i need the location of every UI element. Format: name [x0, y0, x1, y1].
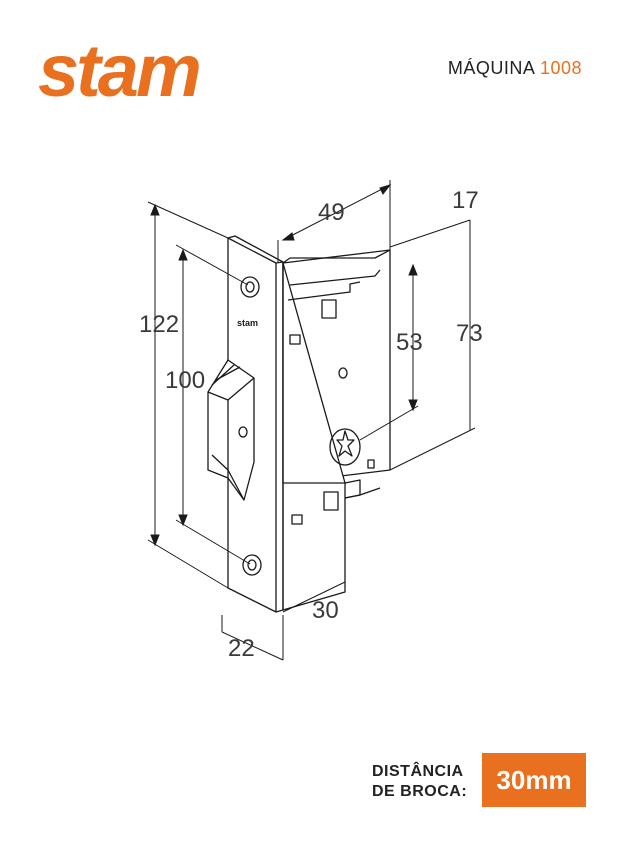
- drill-distance-badge: 30mm: [482, 753, 586, 807]
- product-model: 1008: [539, 58, 582, 78]
- drill-distance-label-line1: DISTÂNCIA: [372, 763, 464, 780]
- dimension-30: 30: [312, 597, 339, 624]
- dimension-100: 100: [165, 367, 205, 394]
- drill-distance-label: DISTÂNCIA DE BROCA:: [372, 762, 467, 802]
- lock-technical-drawing: stam: [0, 150, 618, 710]
- stam-logo-graphic: stam: [38, 38, 202, 104]
- dimension-49: 49: [318, 199, 345, 226]
- faceplate-brand-mark: stam: [237, 318, 258, 328]
- follower-hub: [329, 428, 361, 466]
- dimension-17: 17: [452, 187, 479, 214]
- lock-drawing-svg: stam: [139, 180, 483, 662]
- product-title: MÁQUINA 1008: [448, 58, 582, 79]
- stam-logo: stam: [38, 38, 244, 104]
- latch-bolt: [207, 359, 255, 501]
- dimension-22: 22: [228, 635, 255, 662]
- dimension-53: 53: [396, 329, 423, 356]
- lock-case: [282, 249, 391, 611]
- dimension-122: 122: [139, 311, 179, 338]
- case-details: [289, 299, 375, 525]
- svg-text:stam: stam: [38, 38, 199, 104]
- product-name: MÁQUINA: [447, 58, 535, 78]
- drill-distance-label-line2: DE BROCA:: [372, 783, 468, 800]
- dimension-lines: [147, 180, 476, 661]
- dimension-73: 73: [456, 320, 483, 347]
